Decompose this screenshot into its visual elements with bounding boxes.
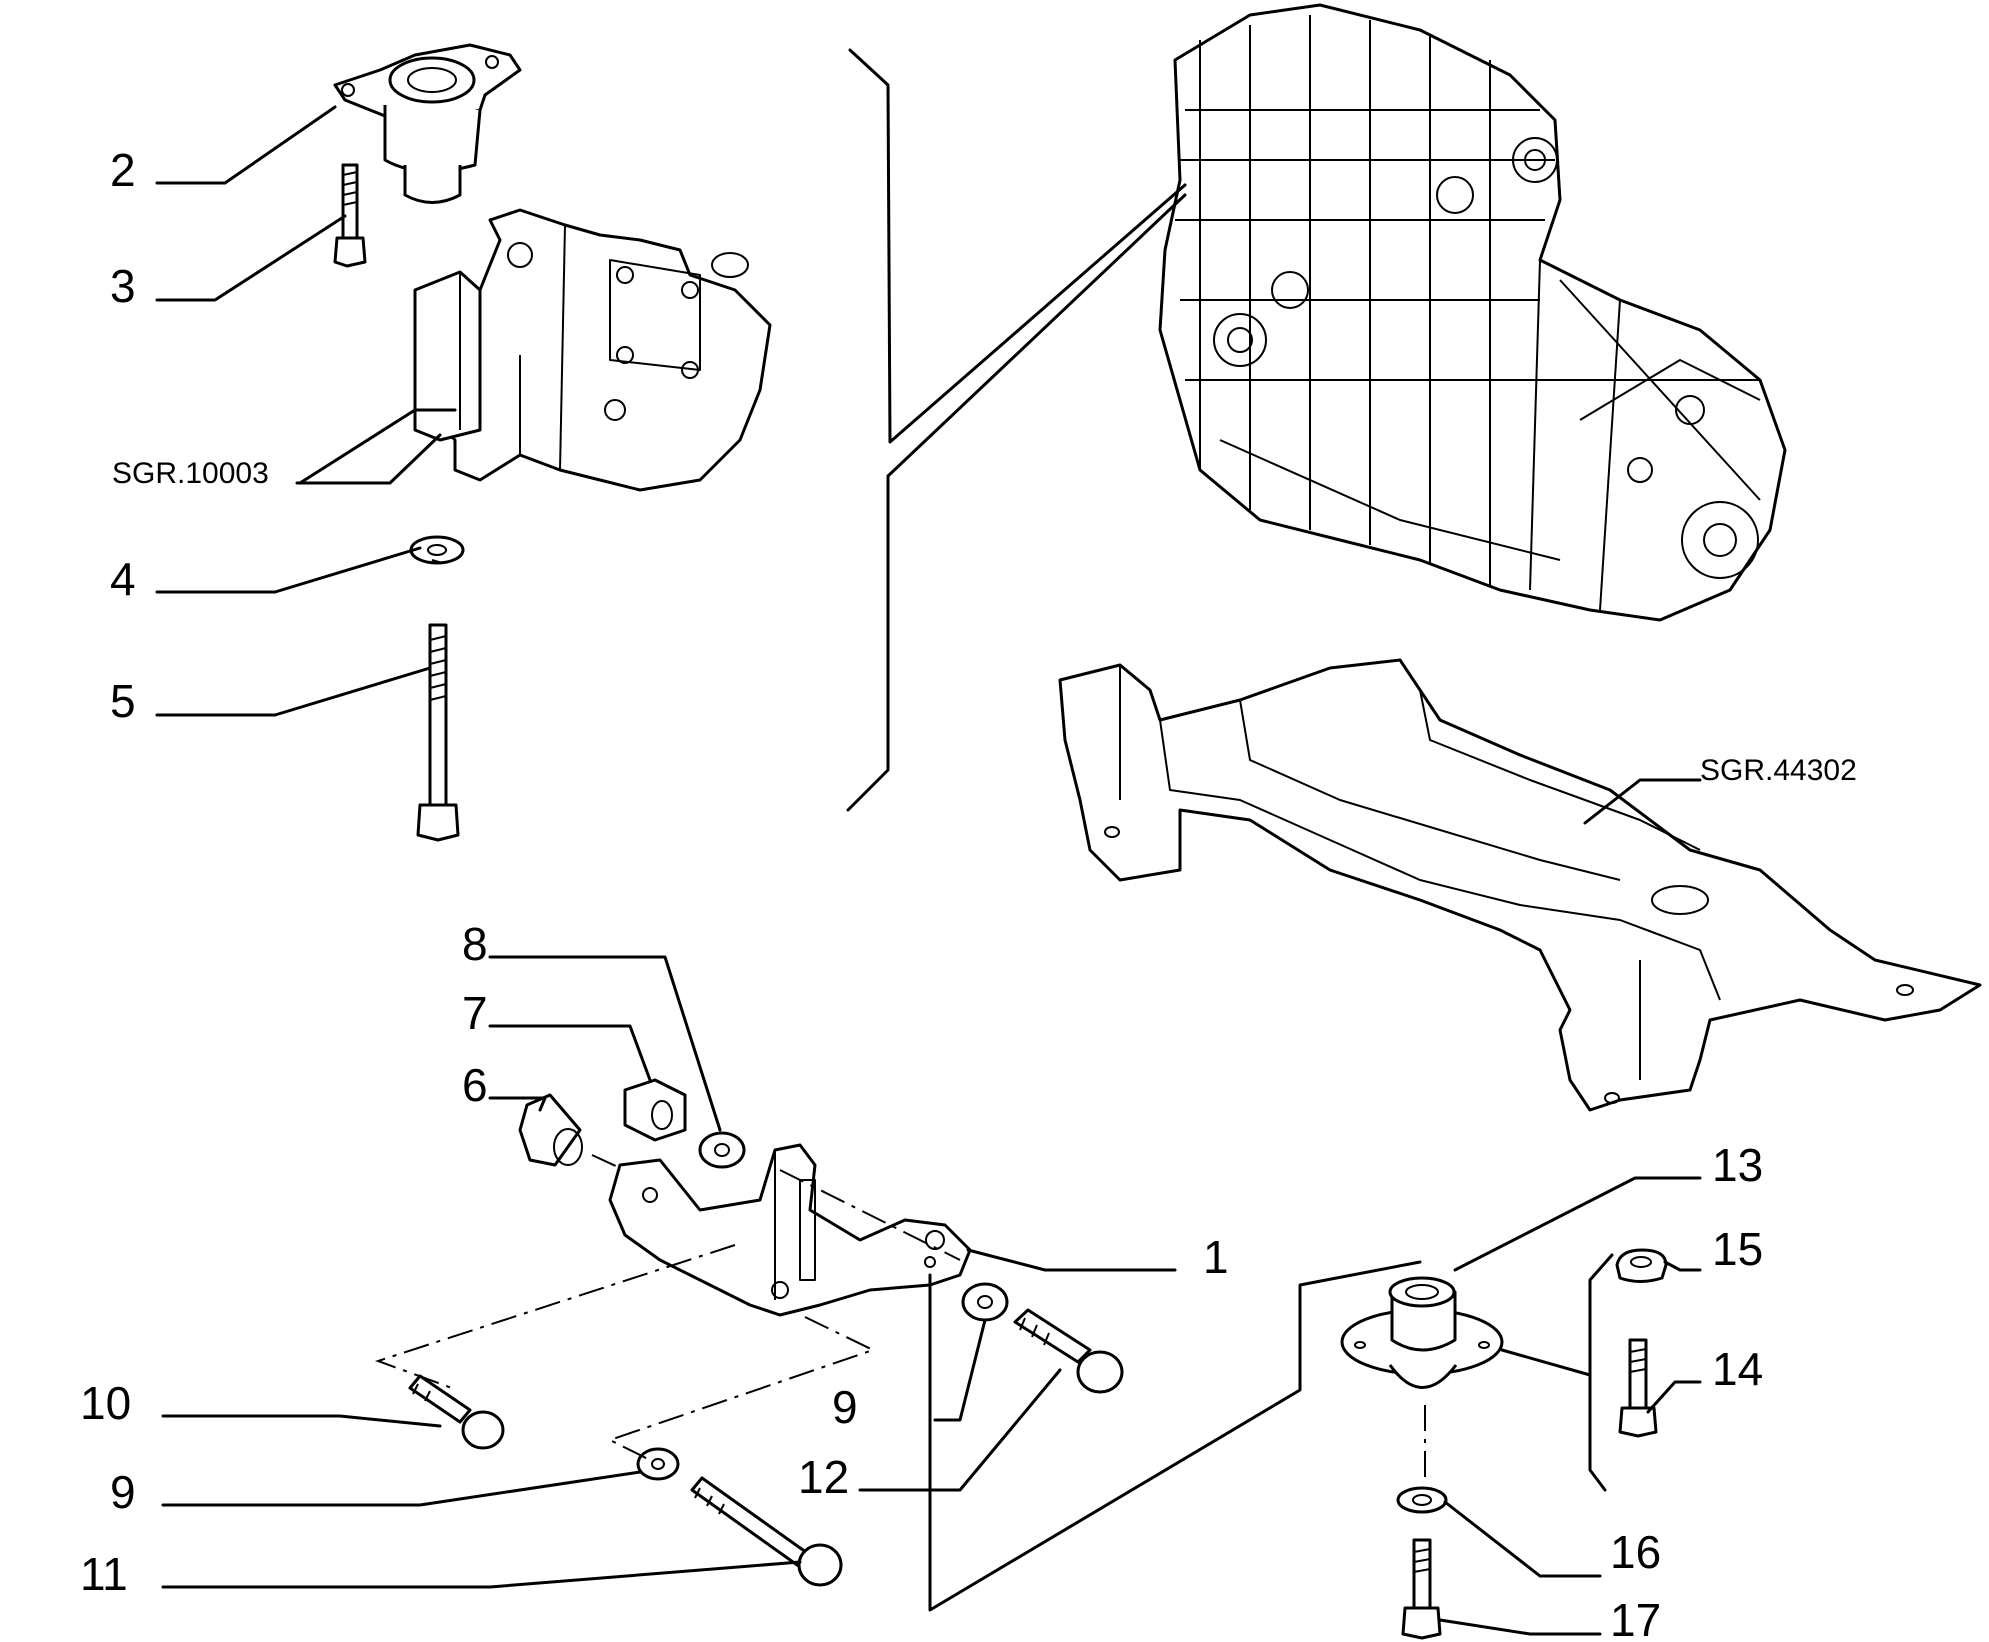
- callout-labels: 1 2 3 4 5 6 7 8 9 9 10 11 12 13 14 15 16…: [80, 144, 1857, 1642]
- callout-16: 16: [1610, 1526, 1661, 1578]
- engine-gearbox-assembly: [1158, 3, 1787, 622]
- subframe: [1058, 658, 1982, 1112]
- bolt-item-12: [1013, 1308, 1124, 1394]
- callout-4: 4: [110, 553, 136, 605]
- upper-engine-mount: [333, 43, 522, 204]
- group-bracket-right: [1500, 1253, 1614, 1492]
- long-bolt-item-5: [416, 623, 460, 842]
- leader-lines: [155, 105, 1702, 1636]
- bracket-item-1: [608, 1143, 972, 1317]
- callout-14: 14: [1712, 1343, 1763, 1395]
- bolt-item-3: [333, 163, 367, 268]
- washer-item-16: [1396, 1486, 1448, 1514]
- callout-5: 5: [110, 675, 136, 727]
- washer-item-8: [698, 1131, 746, 1169]
- callout-10: 10: [80, 1377, 131, 1429]
- split-washer-item-4: [409, 535, 465, 565]
- bolt-item-14: [1618, 1338, 1658, 1438]
- rubber-mount-item-13: [1340, 1276, 1504, 1480]
- callout-3: 3: [110, 260, 136, 312]
- gearbox-bracket: [413, 208, 772, 492]
- callout-7: 7: [462, 987, 488, 1039]
- callout-12: 12: [798, 1451, 849, 1503]
- callout-13: 13: [1712, 1139, 1763, 1191]
- reference-sgr-10003: SGR.10003: [112, 457, 269, 490]
- callout-15: 15: [1712, 1223, 1763, 1275]
- washer-item-9-right: [961, 1282, 1009, 1322]
- callout-2: 2: [110, 144, 136, 196]
- callout-17: 17: [1610, 1594, 1661, 1642]
- group-bracket-line: [846, 48, 1187, 812]
- callout-1: 1: [1203, 1231, 1229, 1283]
- washer-item-9-left: [636, 1447, 680, 1481]
- centerlines-lower-group: [374, 1154, 961, 1461]
- callout-6: 6: [462, 1059, 488, 1111]
- bolt-item-17: [1401, 1538, 1442, 1640]
- callout-8: 8: [462, 918, 488, 970]
- callout-11: 11: [80, 1548, 128, 1600]
- bolt-item-11: [690, 1476, 843, 1587]
- nut-item-15: [1615, 1248, 1668, 1283]
- bushing-item-6: [518, 1093, 583, 1167]
- callout-9-right: 9: [832, 1381, 858, 1433]
- reference-sgr-44302: SGR.44302: [1700, 754, 1857, 787]
- bolt-item-10: [408, 1374, 505, 1450]
- callout-9-left: 9: [110, 1466, 136, 1518]
- spacer-item-7: [623, 1078, 687, 1142]
